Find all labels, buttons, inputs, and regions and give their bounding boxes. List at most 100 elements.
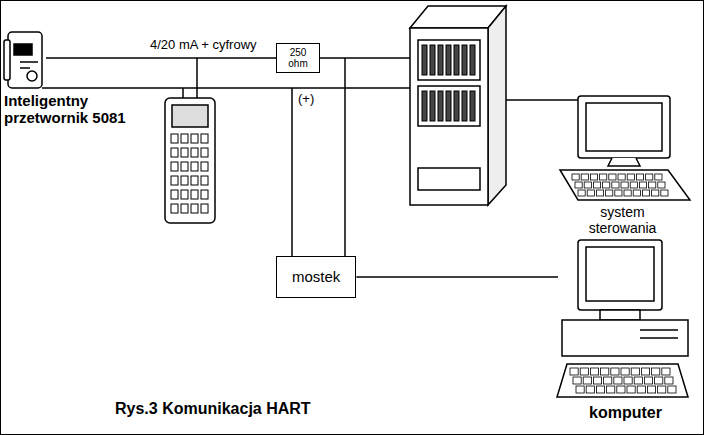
key	[191, 162, 198, 171]
key	[171, 134, 178, 143]
key	[191, 148, 198, 157]
module	[446, 45, 451, 75]
key	[601, 368, 609, 375]
screen	[586, 103, 662, 151]
key	[181, 204, 188, 213]
illustration-space	[550, 92, 695, 204]
control-computer	[560, 96, 690, 200]
transmitter-drawing	[4, 32, 42, 88]
key	[584, 182, 591, 188]
key	[665, 377, 673, 384]
key	[636, 174, 643, 180]
cabinet-rack	[418, 40, 480, 80]
key	[181, 176, 188, 185]
key	[652, 190, 659, 196]
key	[600, 174, 607, 180]
key	[573, 377, 581, 384]
key	[181, 134, 188, 143]
monitor	[578, 240, 662, 310]
key	[596, 190, 603, 196]
desktop-unit	[562, 320, 688, 356]
key	[615, 190, 622, 196]
key	[611, 368, 619, 375]
transmitter-port	[27, 71, 37, 81]
polarity-label: (+)	[298, 91, 314, 106]
keyboard	[557, 364, 688, 397]
key	[171, 148, 178, 157]
key	[639, 182, 646, 188]
key	[570, 368, 578, 375]
key	[606, 190, 613, 196]
key	[642, 190, 649, 196]
cabinet-rack	[418, 86, 480, 126]
module	[462, 91, 467, 121]
key	[641, 368, 649, 375]
keyboard	[560, 170, 690, 200]
key	[668, 386, 676, 393]
key	[658, 386, 666, 393]
key	[617, 386, 625, 393]
labelled-box: mostek	[276, 256, 356, 298]
handheld-body	[165, 98, 215, 223]
key	[647, 386, 655, 393]
key	[181, 190, 188, 199]
key	[181, 162, 188, 171]
handheld-display	[172, 105, 208, 127]
key	[649, 182, 656, 188]
key	[201, 148, 208, 157]
signal-label: 4/20 mA + cyfrowy	[150, 37, 257, 52]
transmitter-cap	[4, 40, 10, 80]
key	[618, 174, 625, 180]
module	[454, 45, 459, 75]
node-label: komputer	[558, 404, 693, 422]
key	[171, 204, 178, 213]
node-label: mostek	[292, 268, 340, 286]
key	[596, 386, 604, 393]
key	[590, 368, 598, 375]
key	[583, 377, 591, 384]
monitor-stand	[600, 310, 640, 320]
key	[661, 190, 668, 196]
key	[581, 174, 588, 180]
key	[171, 176, 178, 185]
key	[614, 377, 622, 384]
key	[580, 368, 588, 375]
handheld-communicator	[165, 98, 215, 223]
wire	[42, 87, 410, 89]
key	[191, 190, 198, 199]
handheld-keys	[171, 134, 208, 213]
transmitter-detail	[20, 62, 38, 68]
key	[201, 190, 208, 199]
module	[470, 91, 475, 121]
control-cabinet	[410, 6, 506, 205]
key	[191, 134, 198, 143]
key	[633, 190, 640, 196]
module	[454, 91, 459, 121]
key	[590, 174, 597, 180]
module	[438, 45, 443, 75]
cabinet-panel	[418, 168, 480, 190]
key	[578, 190, 585, 196]
module	[470, 45, 475, 75]
key	[621, 368, 629, 375]
signal-line	[356, 276, 558, 278]
device-node: Inteligentny przetwornik 5081	[4, 28, 132, 126]
wire	[344, 58, 346, 256]
key	[655, 174, 662, 180]
key	[191, 204, 198, 213]
key	[627, 386, 635, 393]
labelled-box: 250 ohm	[276, 43, 320, 73]
key	[627, 174, 634, 180]
cabinet-modules	[422, 45, 475, 121]
module	[438, 91, 443, 121]
module	[422, 45, 427, 75]
monitor	[578, 96, 670, 158]
key	[624, 190, 631, 196]
key	[630, 182, 637, 188]
node-label: system sterowania	[583, 204, 663, 236]
key	[621, 182, 628, 188]
transmitter-display	[14, 44, 32, 55]
key	[201, 204, 208, 213]
